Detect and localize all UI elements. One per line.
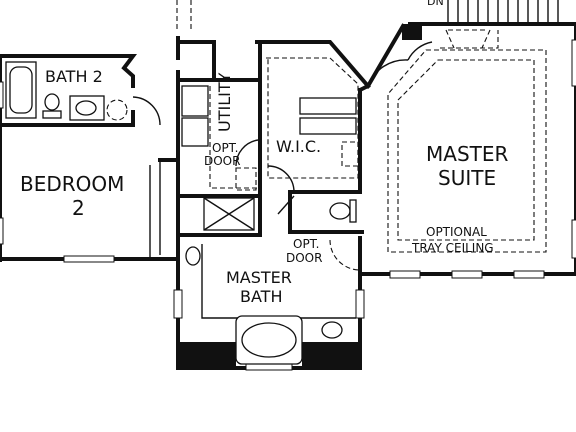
master-bath-counter <box>201 244 356 319</box>
toilet <box>42 93 62 119</box>
master-bath-sinks <box>185 246 343 339</box>
utility-door-swing <box>235 139 259 167</box>
bathtub <box>5 61 37 119</box>
bedroom2-label-line2: 2 <box>72 196 85 220</box>
master-bath-walls <box>173 233 365 371</box>
wic-label: W.I.C. <box>276 137 321 156</box>
master-bath-label-line1: MASTER <box>226 268 292 287</box>
utility-dashed <box>209 86 260 189</box>
opt-door-right-line2: DOOR <box>286 251 322 265</box>
shower <box>203 197 255 231</box>
bedroom2-label-line1: BEDROOM <box>20 172 124 196</box>
bedroom2-walls <box>0 36 180 263</box>
wic-shelf-1 <box>299 97 357 115</box>
opt-door-right-line1: OPT. <box>293 237 319 251</box>
wic-shelf-2 <box>299 117 357 135</box>
opt-door-left-line1: OPT. <box>212 141 238 155</box>
vanity-sink <box>69 95 128 121</box>
tray-ceiling-label: TRAY CEILING <box>411 241 494 255</box>
garden-tub <box>235 315 303 365</box>
bedroom2-closet <box>149 160 161 258</box>
utility-label: UTILITY <box>215 72 234 132</box>
master-suite-label-line2: SUITE <box>438 166 496 190</box>
wic-box <box>341 141 359 167</box>
washer-dryer <box>181 85 209 147</box>
bath2-walls <box>0 54 137 262</box>
utility-box <box>235 167 257 191</box>
master-bath-opt-door-swing <box>329 239 361 271</box>
tray-ceiling <box>387 29 547 253</box>
opt-door-left-line2: DOOR <box>204 154 240 168</box>
wic-walls <box>258 40 362 232</box>
top-partial-label: DN <box>427 0 444 8</box>
wic-shelf-line <box>266 57 359 179</box>
bath2-door-swing <box>132 96 161 126</box>
hall-dashed-lines <box>176 0 192 30</box>
master-bath-label-line2: BATH <box>240 287 282 306</box>
optional-label: OPTIONAL <box>426 225 487 239</box>
master-suite-label-line1: MASTER <box>426 142 508 166</box>
master-suite-door-swing <box>367 41 433 87</box>
bath2-label: BATH 2 <box>45 67 103 86</box>
wic-door-swing <box>267 165 295 193</box>
toilet-room <box>277 190 364 234</box>
stair-treads <box>443 0 576 26</box>
